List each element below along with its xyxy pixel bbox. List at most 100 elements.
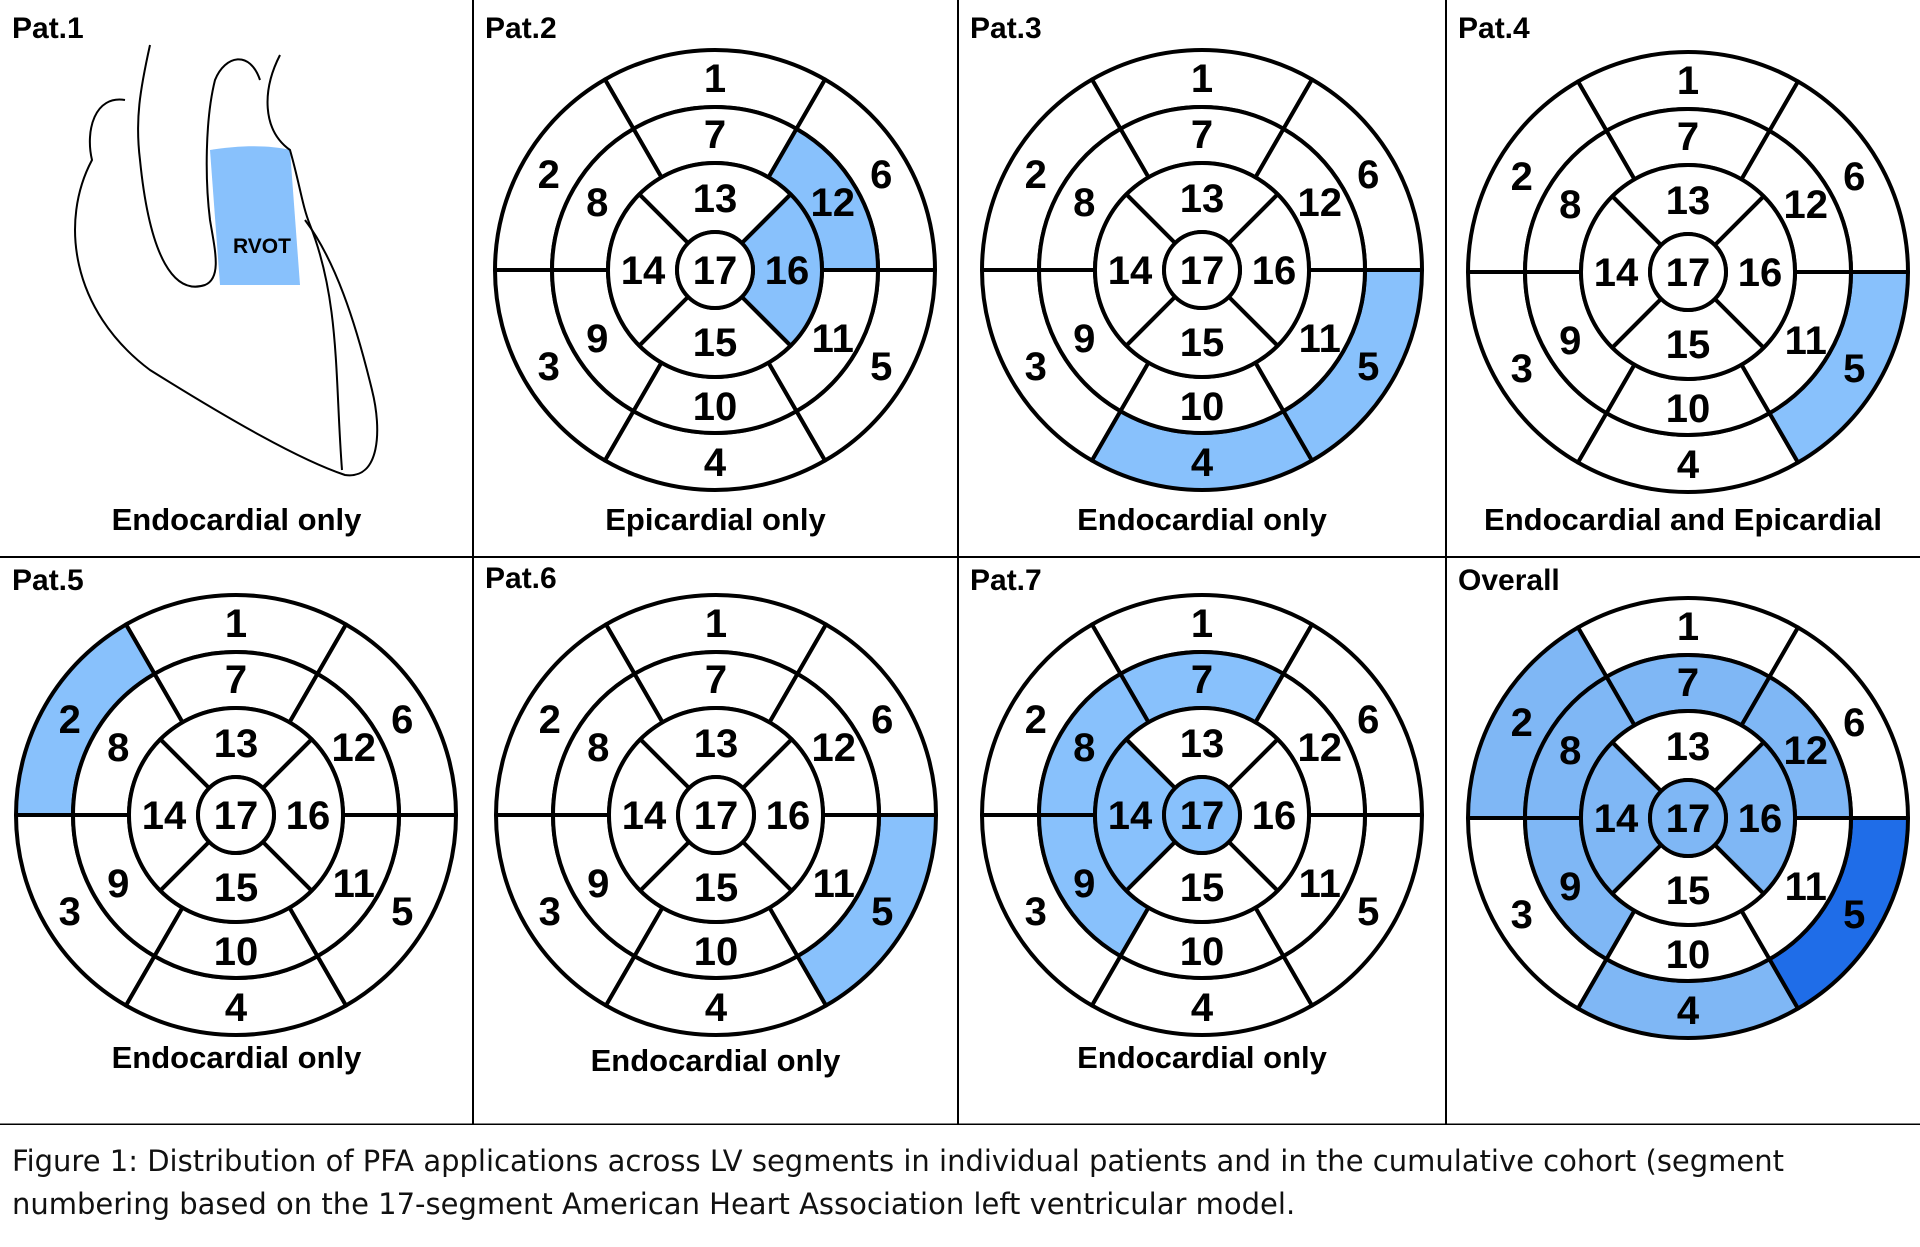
segment-17 [1162,230,1242,310]
segment-label-1: 1 [1191,57,1213,101]
segment-label-6: 6 [1357,153,1379,197]
segment-17 [676,775,756,855]
segment-label-12: 12 [812,726,857,770]
segment-label-7: 7 [225,658,247,702]
segment-label-1: 1 [704,57,726,101]
panel-title: Pat.2 [485,12,557,45]
segment-label-2: 2 [1025,698,1047,742]
segment-label-4: 4 [1191,986,1214,1030]
segment-17 [1162,775,1242,855]
rvot-highlight [210,146,300,285]
segment-label-17: 17 [1180,794,1225,838]
panel-6: Pat.61234567891011121314151617Endocardia… [485,562,938,1078]
segment-label-14: 14 [1108,794,1153,838]
segment-label-2: 2 [538,153,560,197]
segment-label-14: 14 [622,794,667,838]
segment-label-10: 10 [1180,930,1225,974]
segment-label-10: 10 [1666,933,1711,977]
panel-grid-lines [0,0,1920,1125]
segment-label-15: 15 [214,866,259,910]
segment-label-10: 10 [1666,387,1711,431]
segment-label-9: 9 [1073,317,1095,361]
segment-label-9: 9 [587,862,609,906]
panel-caption: Epicardial only [605,502,826,537]
segment-label-16: 16 [1738,251,1783,295]
segment-label-3: 3 [1025,890,1047,934]
segment-label-6: 6 [391,698,413,742]
segment-label-7: 7 [1677,115,1699,159]
segment-label-16: 16 [1252,249,1297,293]
segment-label-13: 13 [693,177,738,221]
segment-label-7: 7 [705,658,727,702]
segment-label-4: 4 [704,441,727,485]
segment-label-3: 3 [1511,893,1533,937]
segment-label-15: 15 [694,866,739,910]
segment-label-9: 9 [107,862,129,906]
segment-label-15: 15 [693,321,738,365]
segment-label-4: 4 [705,986,728,1030]
segment-label-1: 1 [1677,59,1699,103]
segment-label-1: 1 [1677,605,1699,649]
segment-label-6: 6 [1843,155,1865,199]
segment-label-12: 12 [1784,729,1829,773]
segment-label-15: 15 [1666,323,1711,367]
segment-label-16: 16 [286,794,331,838]
segment-label-3: 3 [59,890,81,934]
segment-label-5: 5 [1843,347,1865,391]
aorta-outline [137,44,261,288]
segment-label-7: 7 [1191,113,1213,157]
segment-label-13: 13 [1180,722,1225,766]
segment-label-9: 9 [1559,319,1581,363]
segment-label-11: 11 [813,862,855,906]
segment-label-3: 3 [539,890,561,934]
segment-label-8: 8 [1073,726,1095,770]
panel-caption: Endocardial only [591,1043,842,1078]
segment-label-1: 1 [705,602,727,646]
segment-label-1: 1 [225,602,247,646]
segment-label-9: 9 [1073,862,1095,906]
segment-label-5: 5 [391,890,413,934]
segment-label-15: 15 [1666,869,1711,913]
segment-label-4: 4 [1677,443,1700,487]
segment-label-11: 11 [333,862,375,906]
segment-label-10: 10 [214,930,259,974]
segment-label-2: 2 [1511,701,1533,745]
segment-label-15: 15 [1180,866,1225,910]
panel-3: Pat.31234567891011121314151617Endocardia… [970,12,1424,537]
pulmonary-trunk-outline [266,54,343,471]
segment-label-16: 16 [766,794,811,838]
segment-label-7: 7 [1191,658,1213,702]
segment-label-11: 11 [812,317,854,361]
segment-label-17: 17 [694,794,739,838]
segment-label-5: 5 [1357,345,1379,389]
segment-label-6: 6 [1843,701,1865,745]
panel-title: Pat.1 [12,12,84,45]
segment-label-13: 13 [214,722,259,766]
segment-label-4: 4 [1677,989,1700,1033]
segment-label-8: 8 [107,726,129,770]
panel-caption: Endocardial only [1077,502,1328,537]
segment-label-17: 17 [693,249,738,293]
segment-label-6: 6 [870,153,892,197]
segment-label-4: 4 [225,986,248,1030]
segment-label-8: 8 [587,726,609,770]
segment-label-14: 14 [1108,249,1153,293]
segment-label-8: 8 [1073,181,1095,225]
segment-label-9: 9 [586,317,608,361]
segment-17 [675,230,755,310]
segment-label-8: 8 [1559,183,1581,227]
segment-label-11: 11 [1299,317,1341,361]
segment-label-16: 16 [765,249,810,293]
segment-label-5: 5 [870,345,892,389]
segment-label-3: 3 [1025,345,1047,389]
segment-label-16: 16 [1738,797,1783,841]
segment-label-4: 4 [1191,441,1214,485]
segment-label-5: 5 [1357,890,1379,934]
segment-label-8: 8 [1559,729,1581,773]
segment-label-17: 17 [1180,249,1225,293]
segment-label-3: 3 [538,345,560,389]
segment-17 [1648,778,1728,858]
segment-label-14: 14 [621,249,666,293]
panel-caption: Endocardial only [1077,1040,1328,1075]
